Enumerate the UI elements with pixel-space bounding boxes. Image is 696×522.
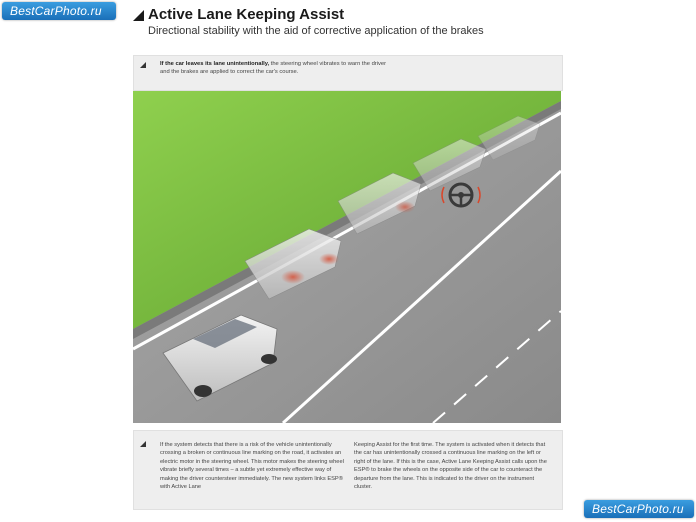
lane-line-dashed	[432, 310, 561, 423]
note-line2: and the brakes are applied to correct th…	[160, 69, 299, 76]
watermark-top: BestCarPhoto.ru	[2, 2, 116, 20]
page-subtitle: Directional stability with the aid of co…	[148, 25, 484, 37]
note-line1: the steering wheel vibrates to warn the …	[269, 61, 387, 67]
note-text: If the car leaves its lane unintentional…	[160, 60, 552, 77]
lane-line-right	[281, 169, 561, 423]
title-triangle-icon	[133, 10, 144, 21]
car-ghost-2	[337, 172, 422, 235]
illustration	[133, 91, 561, 423]
triangle-bullet-icon	[140, 441, 146, 447]
car-ghost-4	[477, 115, 541, 161]
description-column-2: Keeping Assist for the first time. The s…	[354, 442, 547, 491]
watermark-bottom: BestCarPhoto.ru	[584, 500, 694, 518]
steering-wheel-icon	[441, 182, 481, 208]
illustration-svg	[133, 91, 561, 423]
note-box: If the car leaves its lane unintentional…	[133, 55, 563, 91]
car-ghost-3	[412, 138, 487, 192]
triangle-bullet-icon	[140, 62, 146, 68]
note-bold: If the car leaves its lane unintentional…	[160, 61, 270, 67]
description-column-1: If the system detects that there is a ri…	[160, 442, 344, 491]
car-lead	[162, 314, 278, 402]
description-box: If the system detects that there is a ri…	[133, 430, 563, 510]
page-title: Active Lane Keeping Assist	[148, 6, 345, 23]
car-ghost-1	[244, 228, 342, 300]
